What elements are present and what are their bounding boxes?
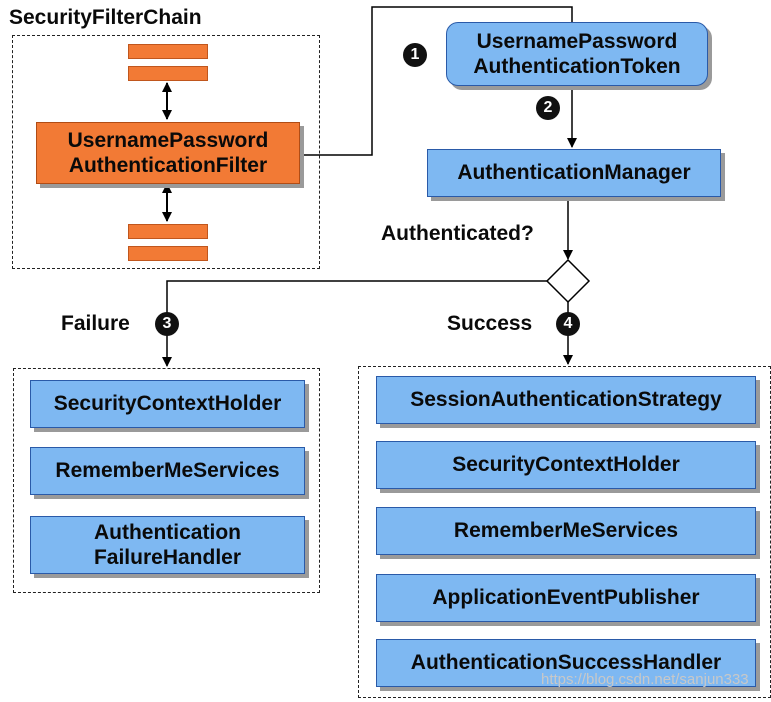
application-event-publisher: ApplicationEventPublisher (376, 574, 756, 622)
failure-remember-me-services: RememberMeServices (30, 447, 305, 495)
authentication-token: UsernamePassword AuthenticationToken (446, 22, 708, 86)
success-security-context-holder: SecurityContextHolder (376, 441, 756, 489)
step-badge-1: 1 (403, 43, 427, 67)
filter-bar (128, 44, 208, 59)
step-badge-2: 2 (536, 96, 560, 120)
authentication-success-handler: AuthenticationSuccessHandler (376, 639, 756, 687)
authentication-manager: AuthenticationManager (427, 149, 721, 197)
filter-bar (128, 246, 208, 261)
failure-branch-arrow (162, 280, 547, 367)
step-badge-4: 4 (556, 312, 580, 336)
success-remember-me-services: RememberMeServices (376, 507, 756, 555)
failure-security-context-holder: SecurityContextHolder (30, 380, 305, 428)
failure-label: Failure (61, 312, 130, 335)
decision-diamond (545, 258, 591, 304)
filter-bar (128, 224, 208, 239)
filter-chain-container (12, 35, 320, 269)
diagram-title: SecurityFilterChain (9, 6, 202, 29)
watermark: https://blog.csdn.net/sanjun333 (541, 671, 749, 688)
filter-bar (128, 66, 208, 81)
authentication-failure-handler: Authentication FailureHandler (30, 516, 305, 574)
filter-to-token-line (302, 6, 573, 156)
username-password-authentication-filter: UsernamePassword AuthenticationFilter (36, 122, 300, 184)
session-authentication-strategy: SessionAuthenticationStrategy (376, 376, 756, 424)
step-badge-3: 3 (155, 312, 179, 336)
failure-container (13, 368, 320, 593)
decision-label: Authenticated? (381, 222, 534, 245)
success-label: Success (447, 312, 533, 335)
